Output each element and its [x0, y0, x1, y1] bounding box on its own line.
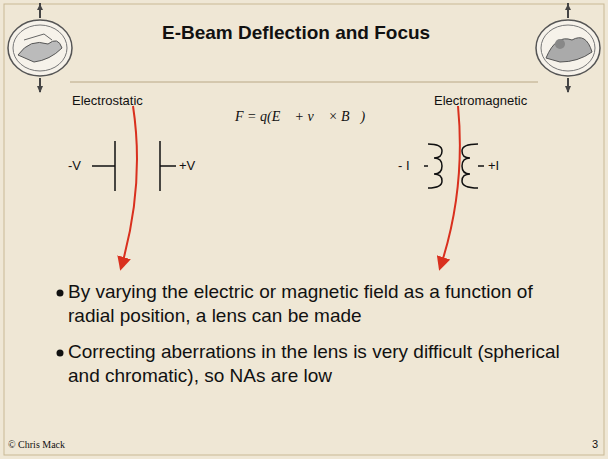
section-label: Electromagnetic: [434, 93, 527, 108]
bullet-text: By varying the electric or magnetic fiel…: [68, 280, 568, 329]
voltage-label: +V: [179, 158, 195, 173]
deflection-coils: [424, 144, 484, 188]
section-label: Electrostatic: [72, 93, 143, 108]
current-label: - I: [398, 158, 410, 173]
voltage-label: -V: [68, 158, 81, 173]
bullet-text: Correcting aberrations in the lens is ve…: [68, 340, 568, 389]
beam-path: [121, 106, 137, 268]
deflection-plates: [92, 141, 176, 191]
current-label: +I: [488, 158, 499, 173]
beam-path: [440, 106, 460, 268]
title-rule: [70, 82, 538, 83]
slide-frame: [4, 4, 604, 455]
page-number: 3: [592, 438, 598, 450]
bullet-dot: [57, 350, 64, 357]
bullet-dot: [57, 290, 64, 297]
slide-title: E-Beam Deflection and Focus: [162, 22, 430, 44]
right-emblem: [536, 3, 600, 93]
left-emblem: [8, 3, 72, 93]
copyright: © Chris Mack: [8, 439, 65, 450]
force-equation: F = q(E⃗ + v⃗ × B⃗): [235, 109, 365, 125]
